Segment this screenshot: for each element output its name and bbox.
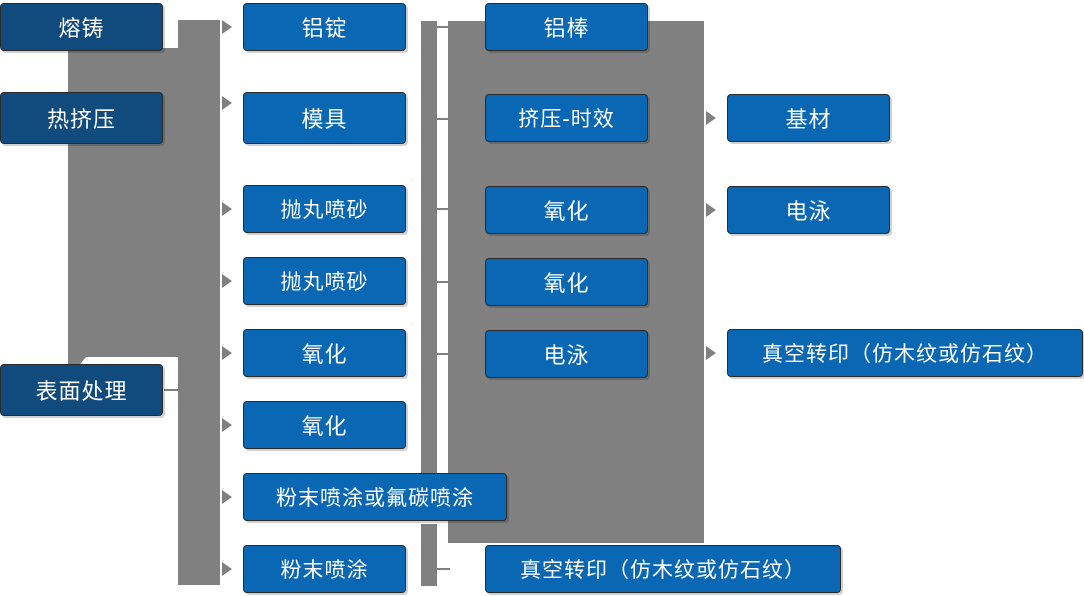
connector-stem-meltcast: [68, 48, 178, 70]
stage-box-hot-extrusion[interactable]: 热挤压: [0, 92, 163, 144]
stage-label-hot-extrusion: 热挤压: [46, 108, 116, 133]
process-label-oxidation-3: 氧化: [543, 200, 590, 225]
process-box-powder-coating[interactable]: 粉末喷涂: [243, 545, 406, 593]
process-box-oxidation-3[interactable]: 氧化: [485, 186, 648, 234]
connector-tick-6: [434, 568, 450, 570]
process-label-oxidation-1: 氧化: [301, 343, 348, 368]
stage-label-melt-cast: 熔铸: [58, 17, 105, 42]
stage-box-surface-treatment[interactable]: 表面处理: [0, 364, 163, 416]
connector-spine-left: [421, 21, 437, 516]
arrow-to-powder-coating: [222, 562, 232, 576]
arrow-to-substrate: [706, 111, 716, 125]
process-label-oxidation-2: 氧化: [301, 415, 348, 440]
arrow-to-vacuum-transfer: [706, 346, 716, 360]
connector-trunk-main: [178, 20, 220, 585]
arrow-to-aluminum-ingot: [222, 20, 232, 34]
connector-tick-2: [434, 118, 450, 120]
process-label-extrude-aging: 挤压-时效: [518, 107, 615, 131]
arrow-to-electrophoresis: [706, 203, 716, 217]
process-label-oxidation-4: 氧化: [543, 272, 590, 297]
process-box-extrude-aging[interactable]: 挤压-时效: [485, 94, 648, 142]
process-box-mould[interactable]: 模具: [243, 92, 406, 144]
arrow-to-powder-or-pvdf: [222, 490, 232, 504]
process-label-aluminum-ingot: 铝锭: [301, 17, 348, 42]
process-label-shot-blast-1: 抛丸喷砂: [280, 198, 369, 222]
process-box-vacuum-transfer-bottom[interactable]: 真空转印（仿木纹或仿石纹）: [485, 545, 841, 593]
process-label-aluminum-bar: 铝棒: [543, 17, 590, 42]
process-box-electrophoresis-mid[interactable]: 电泳: [485, 330, 648, 378]
connector-spine-left-lower: [421, 524, 437, 586]
process-box-oxidation-2[interactable]: 氧化: [243, 401, 406, 449]
output-label-vacuum-transfer: 真空转印（仿木纹或仿石纹）: [762, 342, 1048, 366]
process-box-powder-or-pvdf[interactable]: 粉末喷涂或氟碳喷涂: [243, 473, 507, 521]
arrow-to-shot-blast-1: [222, 202, 232, 216]
process-box-shot-blast-2[interactable]: 抛丸喷砂: [243, 257, 406, 305]
connector-tick-1: [434, 26, 450, 28]
output-label-substrate: 基材: [785, 108, 832, 133]
process-box-aluminum-ingot[interactable]: 铝锭: [243, 3, 406, 51]
process-label-mould: 模具: [301, 108, 348, 133]
connector-tick-5: [434, 353, 450, 355]
process-box-oxidation-1[interactable]: 氧化: [243, 329, 406, 377]
connector-tick-4: [434, 281, 450, 283]
stage-box-melt-cast[interactable]: 熔铸: [0, 3, 163, 51]
connector-arrow-down-2: [68, 357, 86, 368]
output-label-electrophoresis: 电泳: [785, 200, 832, 225]
output-box-substrate[interactable]: 基材: [727, 94, 890, 142]
output-box-electrophoresis[interactable]: 电泳: [727, 186, 890, 234]
arrow-to-oxidation-1: [222, 346, 232, 360]
process-label-powder-coating: 粉末喷涂: [280, 558, 369, 582]
output-box-vacuum-transfer[interactable]: 真空转印（仿木纹或仿石纹）: [727, 329, 1083, 377]
process-label-shot-blast-2: 抛丸喷砂: [280, 270, 369, 294]
connector-link-surface: [164, 389, 190, 391]
arrow-to-mould: [222, 96, 232, 110]
arrow-to-shot-blast-2: [222, 274, 232, 288]
connector-tick-3: [434, 208, 450, 210]
process-label-powder-or-pvdf: 粉末喷涂或氟碳喷涂: [276, 486, 474, 510]
arrow-to-oxidation-2: [222, 418, 232, 432]
process-label-electrophoresis-mid: 电泳: [543, 344, 590, 369]
stage-label-surface-treatment: 表面处理: [35, 380, 128, 405]
process-box-aluminum-bar[interactable]: 铝棒: [485, 3, 648, 51]
process-label-vacuum-transfer-bottom: 真空转印（仿木纹或仿石纹）: [520, 558, 806, 582]
process-box-shot-blast-1[interactable]: 抛丸喷砂: [243, 185, 406, 233]
process-box-oxidation-4[interactable]: 氧化: [485, 258, 648, 306]
